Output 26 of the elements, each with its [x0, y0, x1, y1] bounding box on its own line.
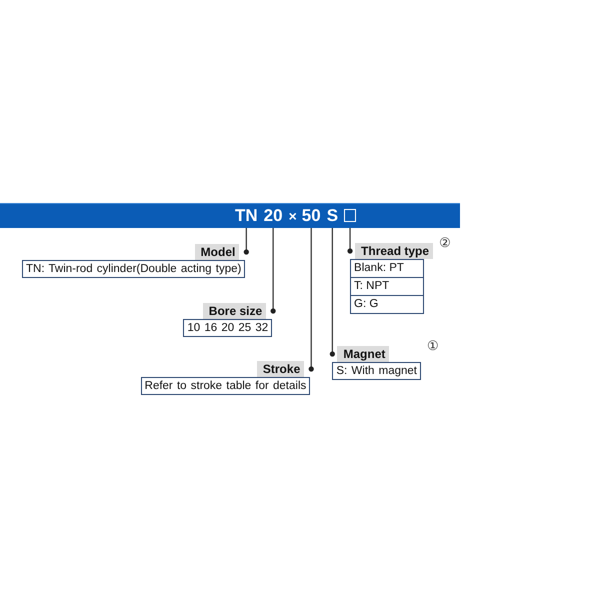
option-box: Refer to stroke table for details [140, 377, 310, 395]
multiplication-sign: × [288, 207, 297, 226]
field-heading: Magnet [337, 346, 390, 362]
footnote-number: ① [427, 340, 439, 354]
code-banner [0, 203, 460, 228]
field-heading: Stroke [256, 361, 304, 377]
leader-line [308, 228, 314, 372]
code-text: 20 [264, 204, 283, 228]
footnote-number: ② [439, 237, 451, 251]
option-box: TN: Twin-rod cylinder(Double acting type) [22, 260, 246, 278]
code-text: S [326, 204, 338, 228]
option-box: 10 16 20 25 32 [183, 319, 272, 337]
table-cell: Blank: PT [351, 260, 424, 278]
option-box: S: With magnet [332, 362, 421, 380]
leader-line [244, 228, 249, 255]
field-heading: Bore size [202, 303, 266, 319]
leader-line [270, 228, 276, 314]
field-heading: Thread type [355, 243, 434, 259]
table-cell: T: NPT [351, 278, 424, 296]
table-cell: G: G [351, 296, 424, 314]
blank-code-box [344, 209, 356, 222]
leader-line [330, 228, 335, 357]
code-text: 50 [302, 204, 321, 228]
leader-line [347, 228, 353, 254]
code-text: TN [235, 204, 258, 228]
field-heading: Model [194, 244, 240, 260]
